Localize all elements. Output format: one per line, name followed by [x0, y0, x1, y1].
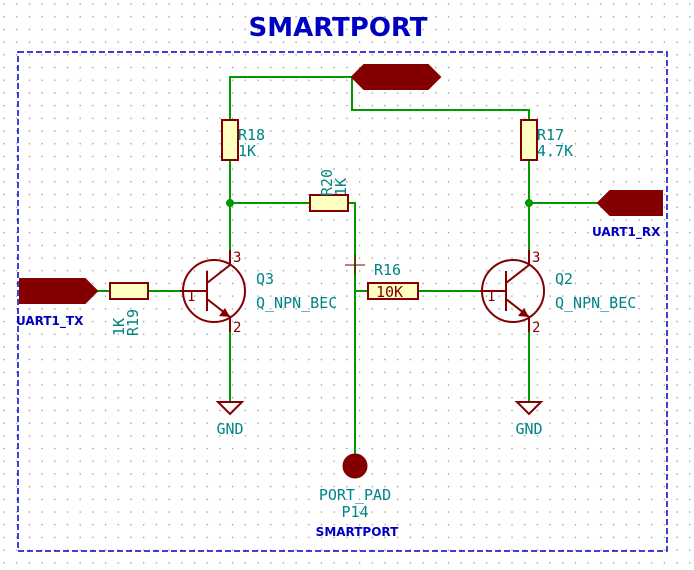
r19-value: 1K: [110, 318, 128, 336]
q3-pin-base: 1: [187, 289, 195, 305]
wire-p3v3-left: [229, 76, 352, 120]
q2-pin-base: 1: [487, 289, 495, 305]
net-label-ptd8[interactable]: PTD8: [596, 190, 663, 216]
transistor-q3[interactable]: [180, 250, 246, 332]
r20-ref: R20: [318, 169, 336, 196]
r16-value: 10K: [376, 283, 403, 301]
q2-value: Q_NPN_BEC: [555, 294, 636, 312]
q2-pin-emitter: 2: [532, 320, 540, 336]
junction-r18: [226, 199, 234, 207]
port-pad-p14[interactable]: [342, 453, 368, 479]
r17-value: 4.7K: [537, 142, 573, 160]
p14-comment: SMARTPORT: [316, 525, 399, 539]
wire-p3v3-right: [351, 77, 530, 120]
gnd-right-label: GND: [515, 420, 542, 438]
net-label-ptd9[interactable]: PTD9: [19, 278, 99, 304]
resistor-r19[interactable]: [109, 282, 149, 300]
r18-value: 1K: [238, 142, 256, 160]
gnd-right-icon: [514, 401, 544, 416]
net-label-p3v3-text: P3V3: [374, 68, 417, 89]
r16-ref: R16: [374, 261, 401, 279]
resistor-r17[interactable]: [520, 119, 538, 161]
uart1-tx-comment: UART1_TX: [16, 314, 84, 329]
q3-pin-emitter: 2: [233, 320, 241, 336]
sheet-frame: [17, 51, 668, 552]
p14-value: PORT_PAD: [319, 486, 391, 504]
q2-pin-collector: 3: [532, 250, 540, 266]
sheet-title: SMARTPORT: [248, 13, 427, 43]
r20-value: 1K: [332, 178, 350, 196]
q3-ref: Q3: [256, 270, 274, 288]
junction-r17: [525, 199, 533, 207]
net-label-ptd9-text: PTD9: [32, 282, 75, 303]
p14-ref: P14: [341, 503, 368, 521]
net-label-ptd8-text: PTD8: [616, 194, 659, 215]
resistor-r16[interactable]: [367, 282, 419, 300]
resistor-r20[interactable]: [309, 194, 349, 212]
wire-r20-port: [348, 202, 356, 455]
q3-pin-collector: 3: [233, 250, 241, 266]
wires: [97, 76, 598, 455]
r18-ref: R18: [238, 126, 265, 144]
no-connect-cross: [345, 255, 365, 275]
q3-value: Q_NPN_BEC: [256, 294, 337, 312]
transistor-q2[interactable]: [480, 250, 545, 332]
gnd-left-label: GND: [216, 420, 243, 438]
q2-ref: Q2: [555, 270, 573, 288]
uart1-rx-comment: UART1_RX: [592, 225, 661, 240]
r19-ref: R19: [124, 309, 142, 336]
r17-ref: R17: [537, 126, 564, 144]
net-label-p3v3[interactable]: P3V3: [350, 64, 442, 90]
gnd-left-icon: [215, 401, 245, 416]
resistor-r18[interactable]: [221, 119, 239, 161]
